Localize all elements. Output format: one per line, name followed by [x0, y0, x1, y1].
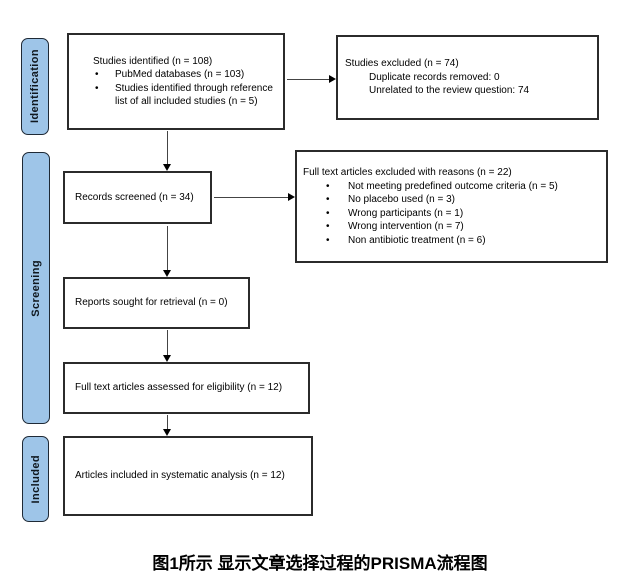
box-reports-sought-retrieval-title: Reports sought for retrieval (n = 0): [75, 297, 228, 309]
stage-label-screening: Screening: [22, 152, 50, 424]
connector-line: [167, 131, 168, 165]
bullet-item: No placebo used (n = 3): [297, 193, 606, 207]
box-studies-excluded: Studies excluded (n = 74) Duplicate reco…: [336, 35, 599, 120]
box-articles-included: Articles included in systematic analysis…: [63, 436, 313, 516]
excluded-reason-line: Unrelated to the review question: 74: [369, 85, 530, 97]
bullet-item: Not meeting predefined outcome criteria …: [297, 180, 606, 194]
stage-label-screening-text: Screening: [30, 259, 42, 317]
arrowhead-down-icon: [163, 270, 171, 277]
box-studies-identified: Studies identified (n = 108) PubMed data…: [67, 33, 285, 130]
arrowhead-right-icon: [288, 193, 295, 201]
bullet-item: Wrong intervention (n = 7): [297, 220, 606, 234]
connector-line: [167, 226, 168, 271]
box-studies-identified-bullets: PubMed databases (n = 103) Studies ident…: [69, 68, 283, 109]
box-reports-sought-retrieval: Reports sought for retrieval (n = 0): [63, 277, 250, 329]
figure-caption: 图1所示 显示文章选择过程的PRISMA流程图: [152, 554, 488, 573]
box-studies-excluded-title: Studies excluded (n = 74): [345, 58, 459, 70]
box-articles-included-title: Articles included in systematic analysis…: [75, 470, 285, 482]
bullet-item: PubMed databases (n = 103): [69, 68, 283, 82]
stage-label-included: Included: [22, 436, 49, 522]
bullet-item: Non antibiotic treatment (n = 6): [297, 234, 606, 248]
box-fulltext-excluded-bullets: Not meeting predefined outcome criteria …: [297, 180, 606, 248]
box-fulltext-excluded-title: Full text articles excluded with reasons…: [303, 167, 512, 178]
box-fulltext-assessed: Full text articles assessed for eligibil…: [63, 362, 310, 414]
box-records-screened: Records screened (n = 34): [63, 171, 212, 224]
bullet-item: Wrong participants (n = 1): [297, 207, 606, 221]
connector-line: [167, 415, 168, 430]
stage-label-identification: Identification: [21, 38, 49, 135]
connector-line: [214, 197, 289, 198]
excluded-reason-line: Duplicate records removed: 0: [369, 71, 500, 83]
connector-line: [287, 79, 330, 80]
box-studies-identified-title: Studies identified (n = 108): [93, 55, 213, 67]
arrowhead-down-icon: [163, 164, 171, 171]
connector-line: [167, 330, 168, 356]
arrowhead-right-icon: [329, 75, 336, 83]
stage-label-included-text: Included: [29, 454, 42, 504]
arrowhead-down-icon: [163, 429, 171, 436]
box-fulltext-excluded: Full text articles excluded with reasons…: [295, 150, 608, 263]
arrowhead-down-icon: [163, 355, 171, 362]
stage-label-identification-text: Identification: [29, 49, 41, 124]
bullet-item: Studies identified through reference lis…: [69, 82, 283, 109]
box-records-screened-title: Records screened (n = 34): [75, 191, 194, 203]
box-fulltext-assessed-title: Full text articles assessed for eligibil…: [75, 382, 283, 394]
